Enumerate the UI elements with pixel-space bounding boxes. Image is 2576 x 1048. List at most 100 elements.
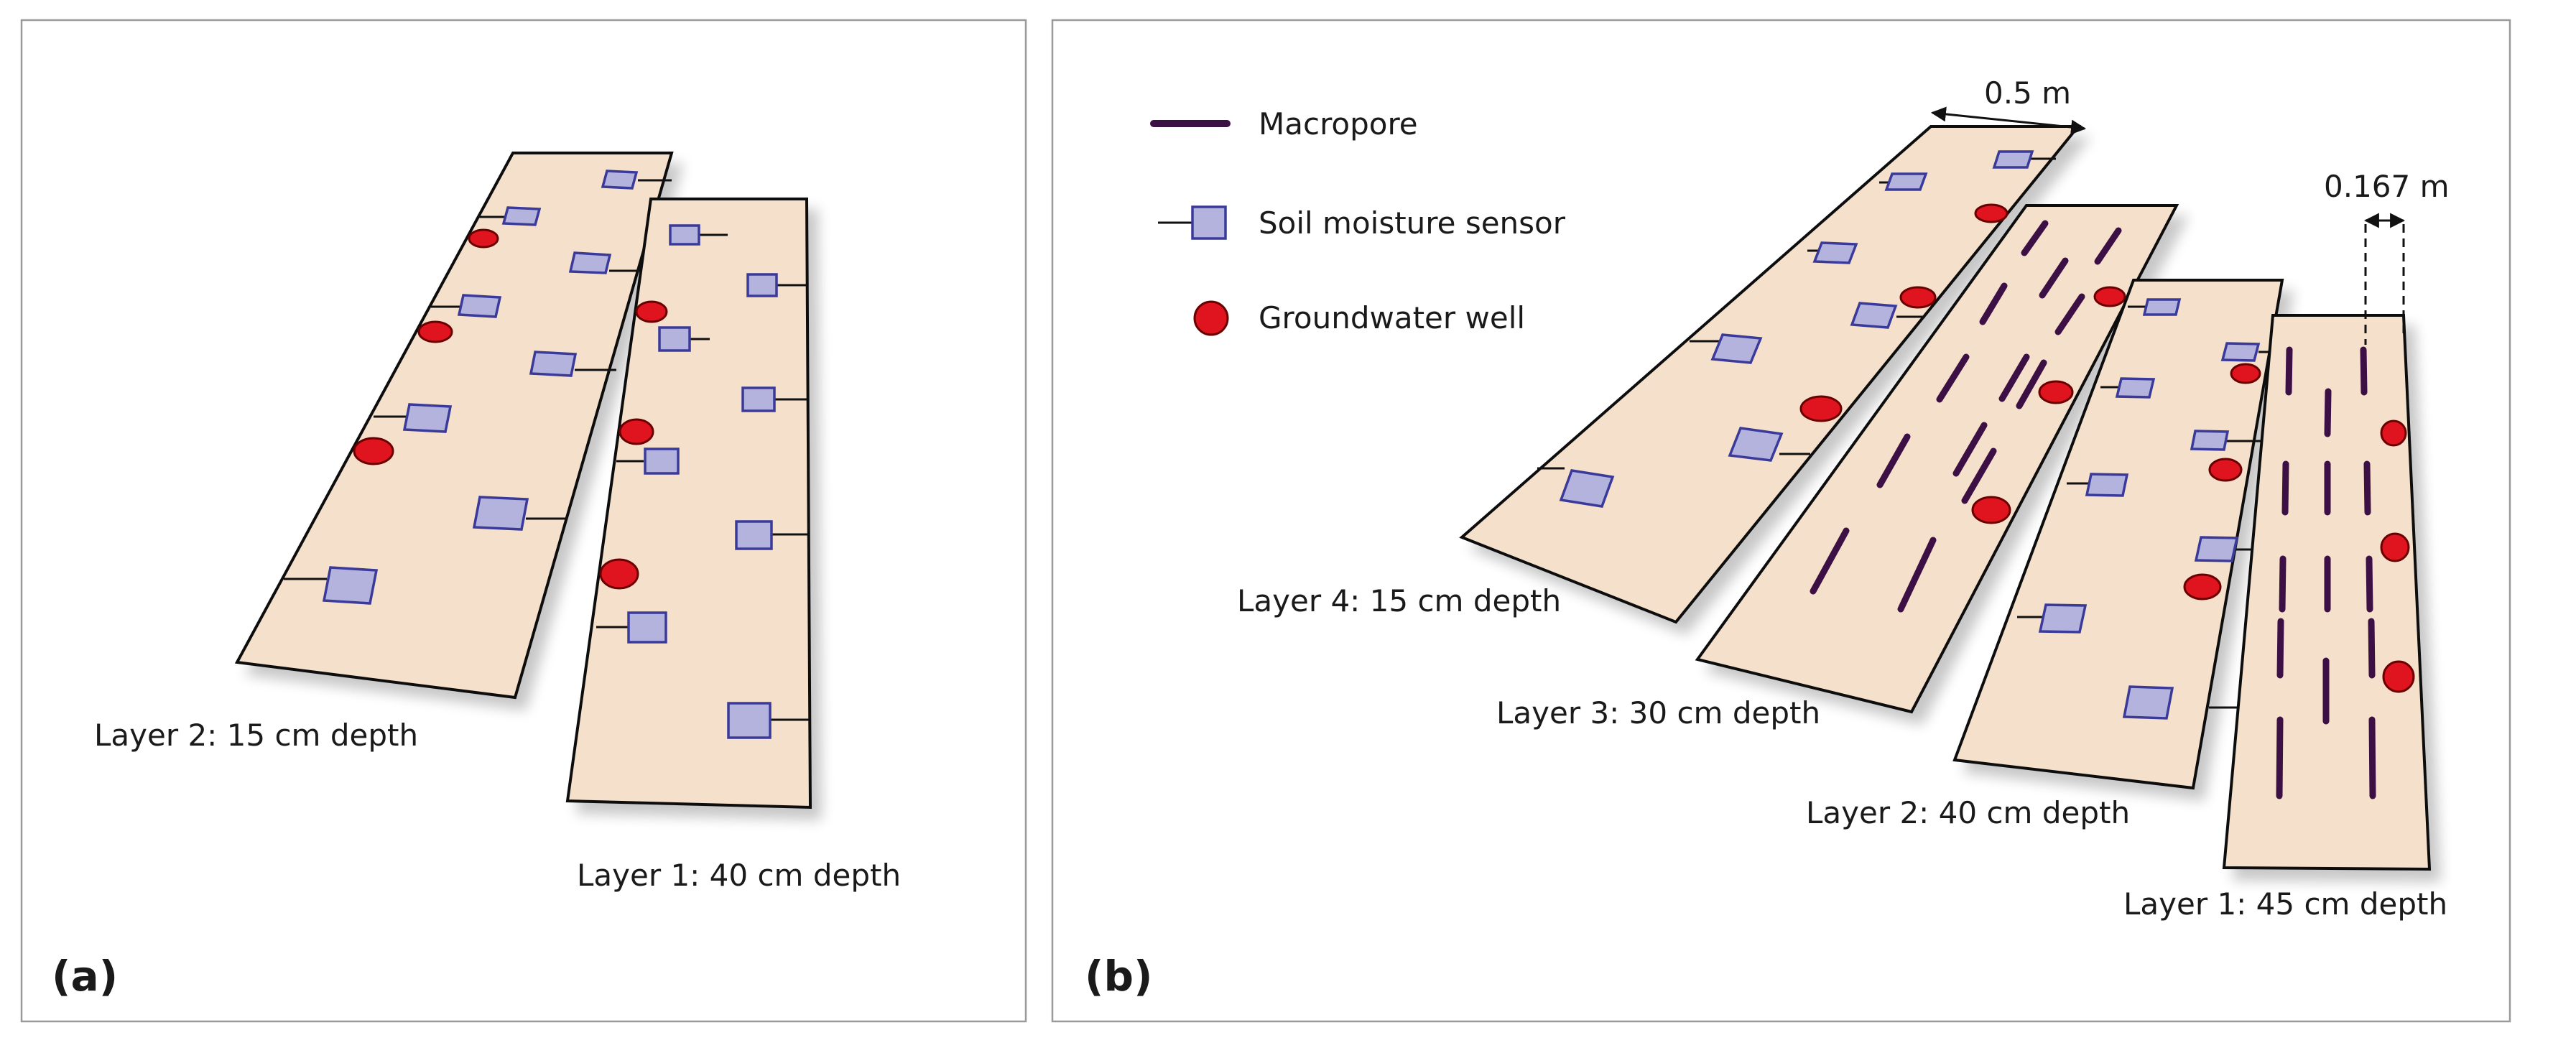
- macropore-icon: [2368, 716, 2376, 799]
- dimension-width-label: 0.5 m: [1984, 75, 2071, 111]
- soil-moisture-sensor-icon: [402, 403, 453, 433]
- soil-moisture-sensor-icon: [1812, 241, 1858, 264]
- panel-a-layer-2-wells: [353, 228, 499, 465]
- panel-b-layer-2-strip: [1952, 279, 2284, 790]
- panel-b-layer-3-label: Layer 3: 30 cm depth: [1496, 695, 1820, 731]
- soil-moisture-sensor-icon: [1191, 205, 1227, 240]
- soil-moisture-sensor-icon: [1992, 150, 2034, 169]
- macropore-icon: [2363, 460, 2371, 516]
- panel-b-layer-1-macropores: [2276, 346, 2376, 799]
- macropore-icon: [1998, 353, 2030, 402]
- soil-moisture-sensor-icon: [1710, 333, 1763, 364]
- groundwater-well-icon: [2038, 380, 2074, 404]
- macropore-icon: [1936, 353, 1970, 403]
- macropore-icon: [2276, 618, 2284, 679]
- groundwater-well-icon: [2382, 660, 2415, 693]
- soil-moisture-sensor-icon: [2142, 298, 2182, 316]
- soil-moisture-sensor-icon: [472, 496, 529, 531]
- panel-b-layer-1-strip: [2222, 314, 2432, 871]
- legend-macropore-label: Macropore: [1259, 106, 1418, 142]
- soil-moisture-sensor-icon: [2038, 603, 2088, 634]
- panel-b-label: (b): [1085, 952, 1153, 1001]
- panel-b-layer-4-wells: [1799, 203, 2009, 422]
- panel-a-layer-2-label: Layer 2: 15 cm depth: [94, 718, 418, 753]
- macropore-icon: [1961, 448, 1997, 504]
- soil-moisture-sensor-icon: [457, 294, 502, 318]
- soil-moisture-sensor-icon: [1850, 302, 1898, 329]
- soil-moisture-sensor-icon: [1728, 427, 1784, 462]
- panel-b-layer-2-label: Layer 2: 40 cm depth: [1806, 795, 2130, 830]
- panel-b-layer-3-wells: [1971, 286, 2126, 524]
- soil-moisture-sensor-icon: [727, 702, 772, 739]
- macropore-icon: [2279, 555, 2287, 613]
- panel-b-layer-1-wells: [2380, 419, 2415, 693]
- panel-a-label: (a): [52, 952, 118, 1001]
- groundwater-well-icon: [2230, 363, 2261, 384]
- legend-sensor-label: Soil moisture sensor: [1259, 205, 1566, 241]
- soil-moisture-sensor-icon: [529, 351, 578, 377]
- panel-b-layer-3-macropores: [1810, 220, 2122, 613]
- panel-a-layer-1-label: Layer 1: 40 cm depth: [577, 858, 901, 893]
- legend: Macropore Soil moisture sensor Groundwat…: [1150, 106, 1566, 336]
- macropore-icon: [1979, 282, 2008, 325]
- panel-a-layer-2-sensors: [284, 170, 672, 605]
- soil-moisture-sensor-icon: [1559, 469, 1615, 508]
- soil-moisture-sensor-icon: [1884, 172, 1928, 191]
- panel-b-layer-4-sensors: [1537, 150, 2056, 508]
- groundwater-well-icon: [635, 300, 668, 323]
- macropore-icon: [1810, 527, 1850, 595]
- macropore-icon: [2368, 618, 2376, 679]
- panel-a-layer-1-strip: [565, 198, 812, 810]
- soil-moisture-sensor-icon: [658, 326, 691, 352]
- groundwater-well-icon: [2093, 286, 2126, 307]
- macropore-icon: [2039, 257, 2069, 299]
- soil-moisture-sensor-icon: [501, 206, 542, 226]
- dimension-spacing: 0.167 m: [2324, 169, 2450, 345]
- groundwater-well-icon: [1971, 496, 2011, 524]
- soil-moisture-sensor-icon: [741, 386, 776, 412]
- panel-b-layer-3-strip: [1695, 204, 2179, 714]
- macropore-icon: [2094, 227, 2122, 265]
- panel-a-layer-2-strip: [234, 152, 674, 700]
- dimension-spacing-label: 0.167 m: [2324, 169, 2450, 204]
- soil-moisture-sensor-icon: [644, 448, 680, 475]
- groundwater-well-icon: [2208, 458, 2243, 482]
- groundwater-well-icon: [417, 320, 453, 343]
- groundwater-well-icon: [2183, 573, 2222, 600]
- macropore-icon: [2281, 460, 2289, 516]
- groundwater-well-icon: [1974, 203, 2009, 223]
- macropore-icon: [1952, 422, 1988, 477]
- panel-a: Layer 2: 15 cm depth Layer 1: 40 cm dept…: [20, 19, 1027, 1023]
- macropore-icon: [2276, 716, 2284, 799]
- groundwater-well-icon: [468, 228, 499, 249]
- groundwater-well-icon: [1799, 395, 1843, 422]
- panel-b-layer-4-label: Layer 4: 15 cm depth: [1237, 583, 1561, 618]
- panel-a-layer-1-sensors: [596, 224, 809, 739]
- groundwater-well-icon: [618, 418, 654, 445]
- panel-b-layer-1-label: Layer 1: 45 cm depth: [2123, 886, 2447, 922]
- soil-moisture-sensor-icon: [627, 611, 667, 644]
- soil-moisture-sensor-icon: [2190, 430, 2230, 451]
- soil-moisture-sensor-icon: [669, 224, 700, 246]
- groundwater-well-icon: [599, 558, 639, 590]
- panel-b-layer-2-wells: [2183, 363, 2261, 600]
- macropore-icon: [2360, 346, 2368, 396]
- soil-moisture-sensor-icon: [322, 566, 379, 605]
- soil-moisture-sensor-icon: [601, 170, 639, 190]
- groundwater-well-icon: [353, 437, 394, 465]
- macropore-icon: [1876, 433, 1911, 488]
- macropore-icon: [2054, 293, 2085, 335]
- macropore-icon: [2324, 388, 2332, 437]
- groundwater-well-icon: [1899, 286, 1937, 309]
- panel-b: Macropore Soil moisture sensor Groundwat…: [1051, 19, 2511, 1023]
- soil-moisture-sensor-icon: [2122, 685, 2174, 720]
- soil-moisture-sensor-icon: [568, 251, 612, 274]
- groundwater-well-icon: [2380, 532, 2410, 562]
- macropore-icon: [2366, 555, 2373, 613]
- groundwater-well-icon: [2380, 419, 2407, 447]
- soil-moisture-sensor-icon: [2194, 536, 2239, 562]
- soil-moisture-sensor-icon: [2085, 473, 2129, 497]
- dimension-width: 0.5 m: [1930, 75, 2087, 135]
- macropore-icon: [2016, 359, 2047, 409]
